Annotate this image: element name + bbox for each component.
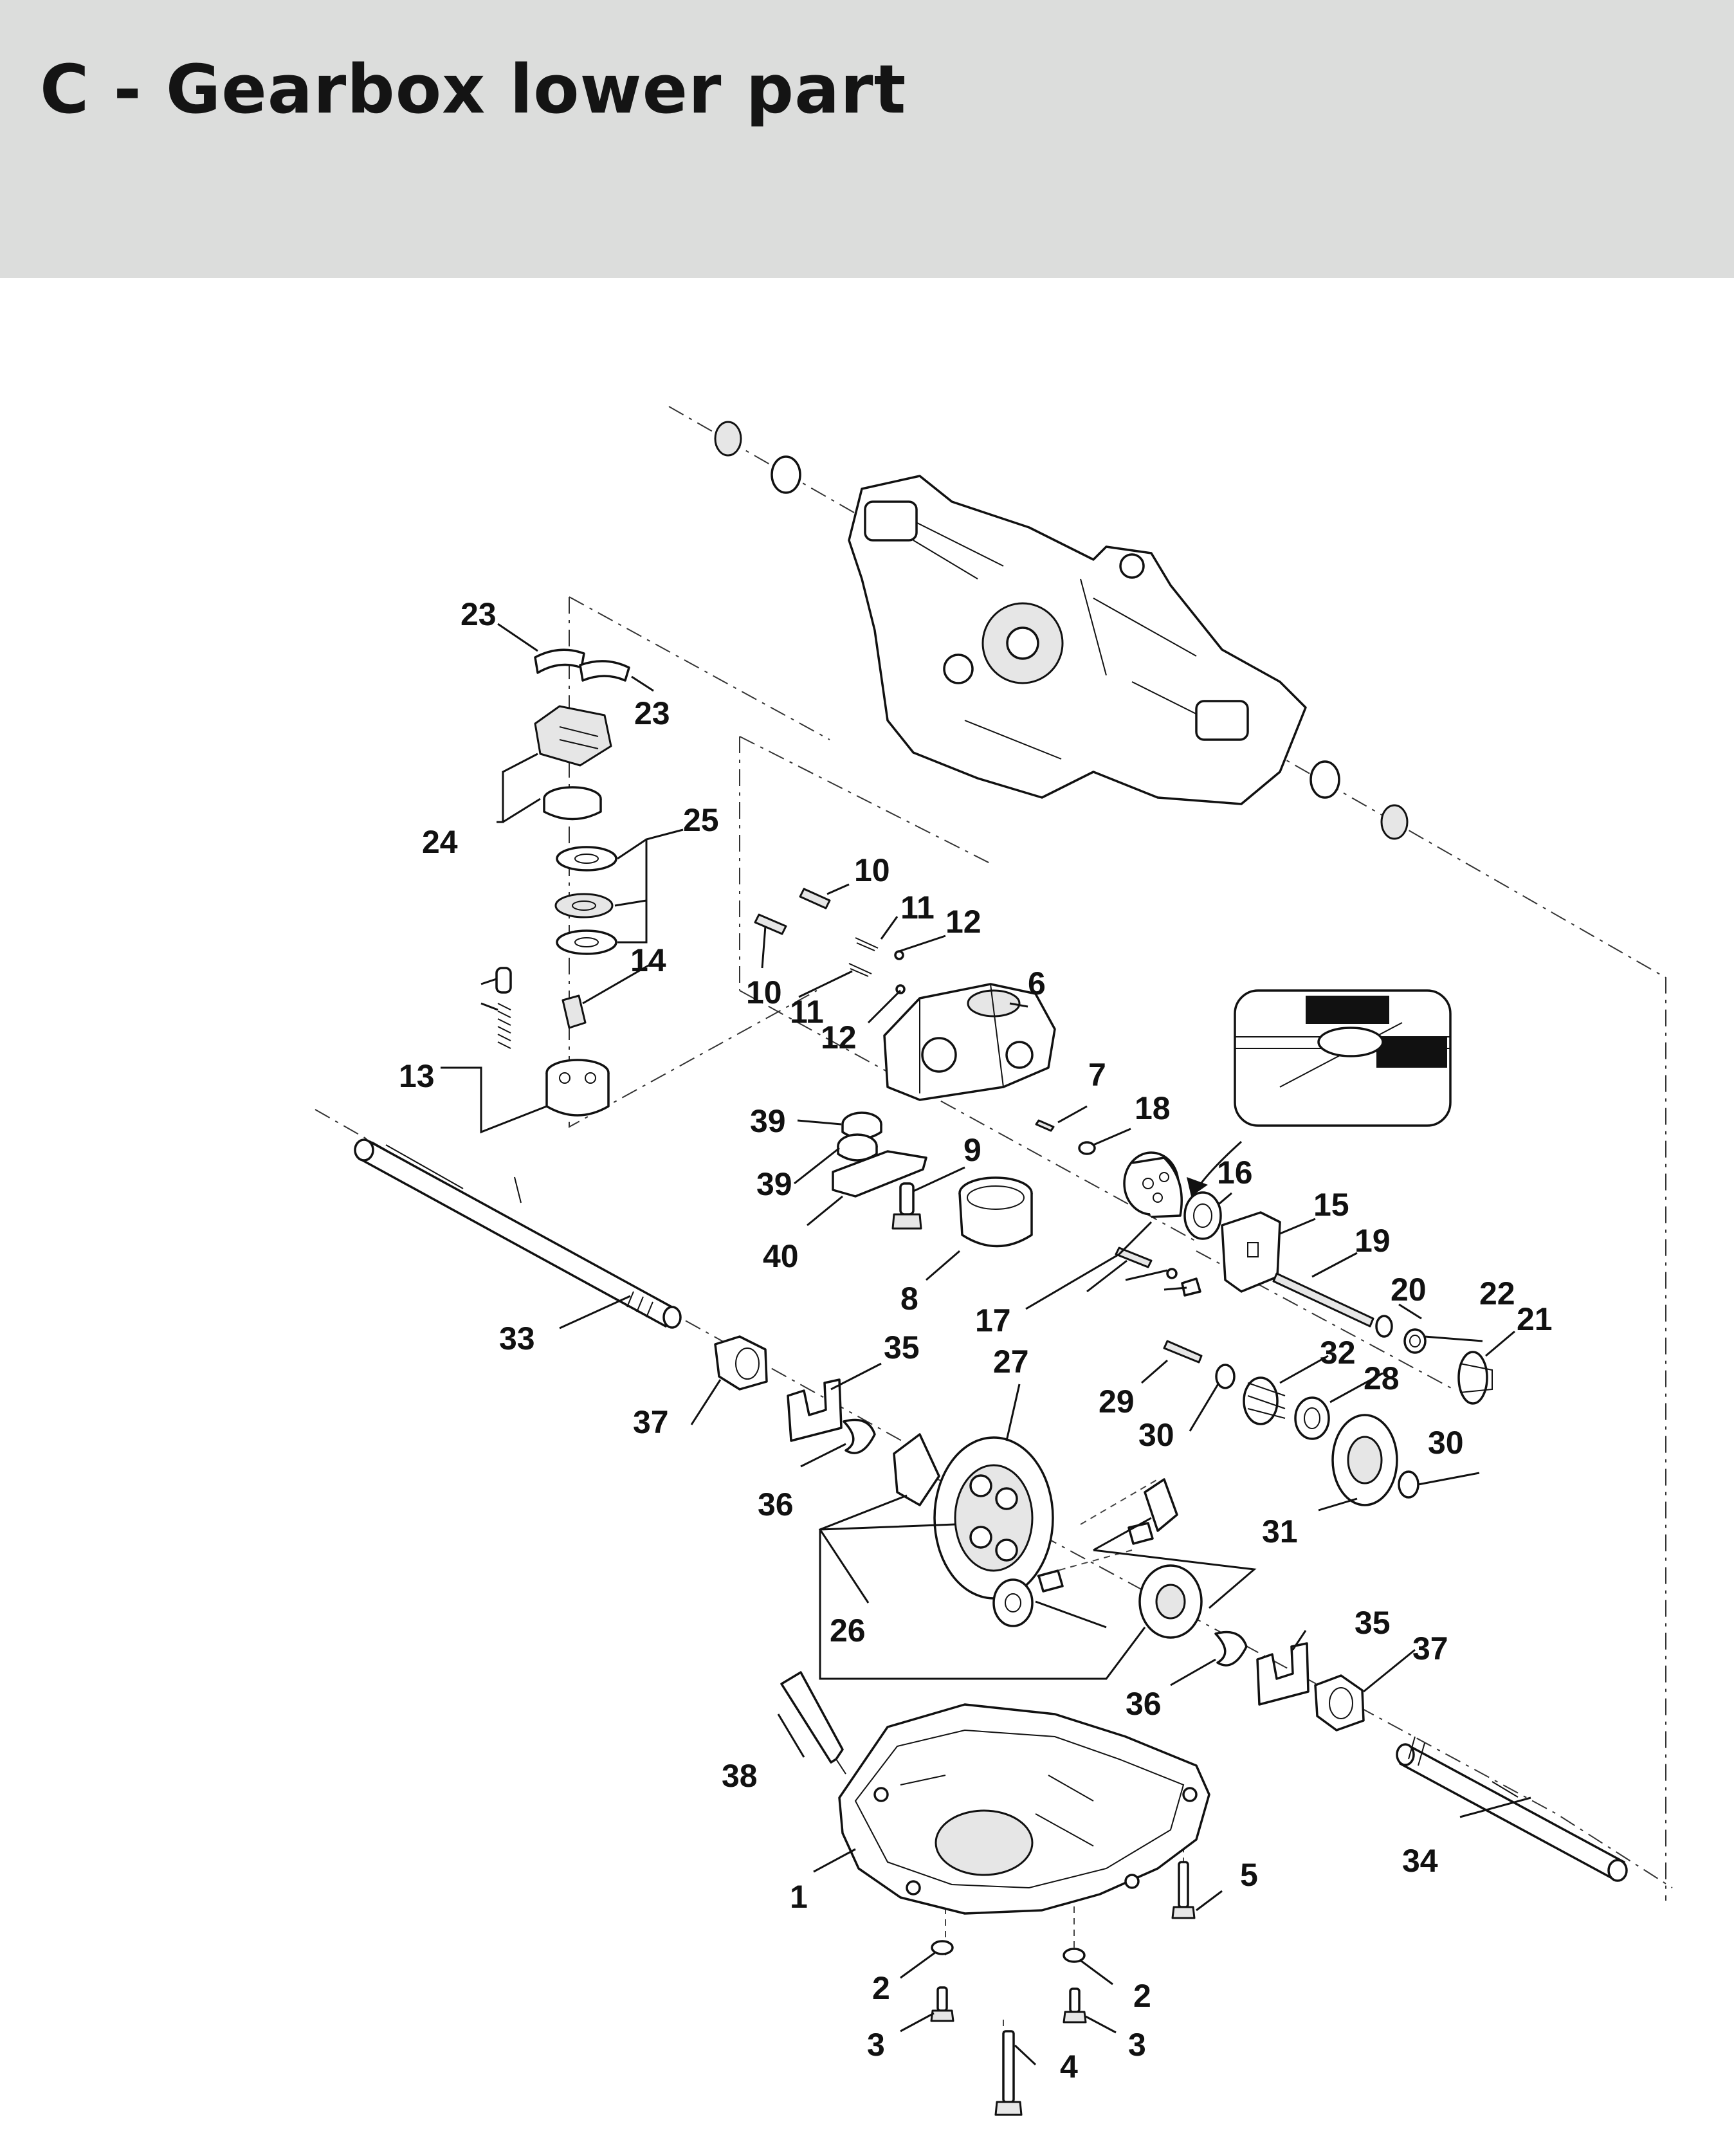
left-axle-shaft (354, 1138, 682, 1329)
inset-detail-box (1187, 989, 1452, 1196)
callout-31: 31 (1262, 1513, 1298, 1549)
callout-39-top: 39 (750, 1103, 786, 1139)
motor-block-and-shaft (1115, 1151, 1493, 1405)
callout-27: 27 (993, 1344, 1029, 1380)
left-stack-parts (495, 648, 630, 1117)
callout-39-bottom: 39 (756, 1166, 792, 1202)
callout-16: 16 (1217, 1155, 1253, 1191)
callout-labels: 23 23 24 25 14 13 10 10 11 11 12 12 6 7 … (399, 596, 1553, 2085)
callout-10-bottom: 10 (746, 974, 782, 1010)
callout-24: 24 (422, 824, 458, 860)
cover-plugs-bracket-bolt (832, 1111, 1033, 1248)
callout-34: 34 (1402, 1843, 1438, 1879)
callout-5: 5 (1240, 1857, 1258, 1893)
callout-23-bottom: 23 (634, 695, 670, 731)
header-band: C - Gearbox lower part (0, 0, 1734, 278)
differential-gears (893, 1433, 1203, 1639)
callout-35-left: 35 (884, 1329, 920, 1366)
callout-19: 19 (1355, 1223, 1391, 1259)
callout-2-left: 2 (872, 1970, 890, 2006)
callout-12-bottom: 12 (821, 1019, 857, 1055)
callout-13: 13 (399, 1058, 435, 1094)
callout-28: 28 (1364, 1360, 1400, 1396)
pin-and-washer (1035, 1119, 1096, 1155)
center-section-block (883, 983, 1056, 1101)
callout-38: 38 (722, 1758, 758, 1794)
callout-33: 33 (499, 1320, 535, 1357)
callout-4: 4 (1060, 2049, 1078, 2085)
callout-40: 40 (763, 1238, 799, 1274)
callout-1: 1 (790, 1879, 808, 1915)
callout-32: 32 (1320, 1335, 1356, 1371)
callout-14: 14 (630, 942, 666, 978)
callout-18: 18 (1135, 1090, 1171, 1126)
callout-23-top: 23 (461, 596, 497, 632)
callout-29: 29 (1099, 1384, 1135, 1420)
callout-17: 17 (975, 1302, 1011, 1338)
callout-7: 7 (1088, 1057, 1106, 1093)
valve-springs-and-balls (754, 888, 906, 994)
upper-gearbox-housing (714, 421, 1409, 840)
callout-36-left: 36 (758, 1486, 794, 1522)
callout-6: 6 (1028, 965, 1046, 1001)
callout-36-right: 36 (1126, 1686, 1162, 1722)
axle-bushings-and-clips (714, 1335, 1365, 1731)
callout-25: 25 (683, 802, 719, 838)
callout-35-right: 35 (1355, 1605, 1391, 1641)
callout-11-bottom: 11 (790, 994, 824, 1030)
callout-3-right: 3 (1128, 2027, 1146, 2063)
leader-lines (441, 623, 1531, 2066)
callout-21: 21 (1517, 1301, 1553, 1337)
callout-10-top: 10 (854, 852, 890, 888)
callout-20: 20 (1391, 1272, 1427, 1308)
callout-2-right: 2 (1133, 1978, 1151, 2014)
callout-37-right: 37 (1412, 1631, 1448, 1667)
callout-30-left: 30 (1138, 1417, 1174, 1453)
callout-26: 26 (830, 1612, 866, 1649)
callout-30-right: 30 (1428, 1425, 1464, 1461)
callout-3-left: 3 (867, 2027, 885, 2063)
right-axle-shaft (1396, 1736, 1628, 1882)
callout-37-left: 37 (633, 1404, 669, 1440)
callout-22: 22 (1479, 1275, 1515, 1311)
fasteners (930, 1861, 1196, 2116)
callout-11-top: 11 (900, 890, 935, 926)
callout-15: 15 (1313, 1187, 1349, 1223)
callout-9: 9 (963, 1132, 981, 1168)
lower-gearbox-housing (838, 1703, 1210, 1915)
page-title: C - Gearbox lower part (40, 50, 907, 129)
callout-12-top: 12 (945, 904, 981, 940)
sealant-tube (780, 1671, 846, 1775)
callout-8: 8 (900, 1281, 918, 1317)
